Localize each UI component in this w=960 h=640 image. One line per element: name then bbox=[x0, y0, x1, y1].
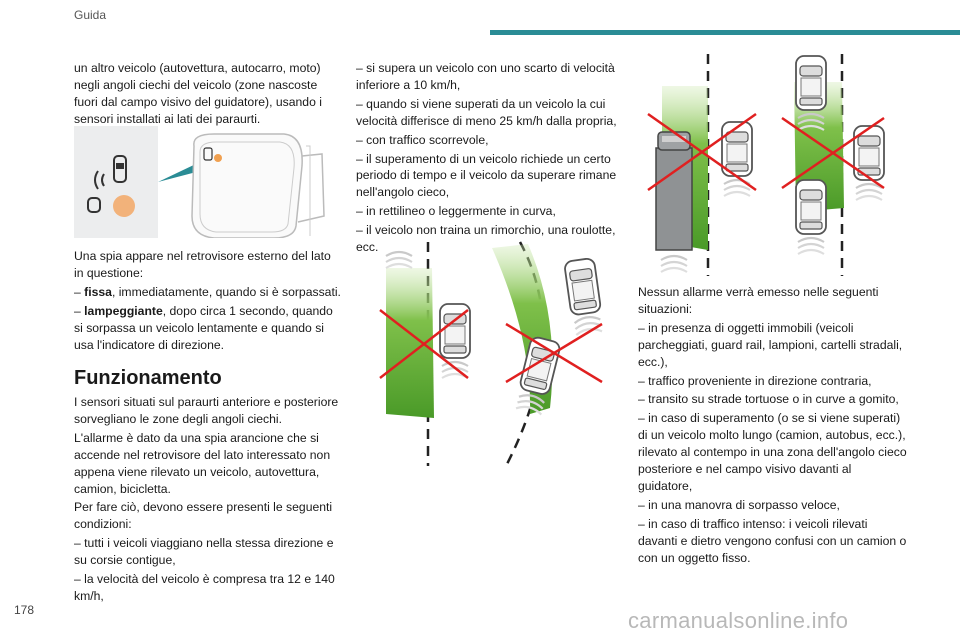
column-1-intro: un altro veicolo (autovettura, autocarro… bbox=[74, 60, 342, 130]
list-item: – in presenza di oggetti immobili (veico… bbox=[638, 320, 903, 369]
list-item: – transito su strade tortuose o in curve… bbox=[638, 392, 899, 407]
column-1-conditions: I sensori situati sul paraurti anteriore… bbox=[74, 394, 344, 607]
header-accent-bar bbox=[490, 30, 960, 35]
paragraph: I sensori situati sul paraurti anteriore… bbox=[74, 395, 339, 426]
list-item: – in caso di superamento (o se si viene … bbox=[638, 411, 907, 493]
page-number: 178 bbox=[14, 603, 35, 617]
mirror-light-description: Una spia appare nel retrovisore esterno … bbox=[74, 248, 342, 355]
column-2-conditions: – si supera un veicolo con uno scarto di… bbox=[356, 60, 622, 258]
cross-icon bbox=[379, 309, 469, 379]
paragraph: Per fare ciò, devono essere presenti le … bbox=[74, 500, 333, 532]
list-item: – fissa, immediatamente, quando si è sor… bbox=[74, 284, 341, 299]
list-item: – il veicolo non traina un rimorchio, un… bbox=[356, 223, 616, 255]
truck-and-overtaking-scenario-illustration bbox=[647, 54, 885, 276]
cross-icon bbox=[647, 112, 757, 192]
list-item: – in una manovra di sorpasso veloce, bbox=[638, 497, 840, 512]
section-title: Funzionamento bbox=[74, 367, 222, 389]
term-fissa: fissa bbox=[84, 284, 112, 299]
list-item: – traffico proveniente in direzione cont… bbox=[638, 373, 872, 388]
list-item: – tutti i veicoli viaggiano nella stessa… bbox=[74, 536, 334, 568]
mirror-warning-illustration bbox=[74, 126, 325, 238]
paragraph: Nessun allarme verrà emesso nelle seguen… bbox=[638, 285, 879, 316]
watermark: carmanualsonline.info bbox=[628, 608, 849, 633]
car-icon bbox=[563, 256, 604, 337]
list-item: – lampeggiante, dopo circa 1 secondo, qu… bbox=[74, 303, 333, 352]
car-icon bbox=[853, 125, 885, 202]
list-item: – il superamento di un veicolo richiede … bbox=[356, 151, 617, 200]
paragraph: L'allarme è dato da una spia arancione c… bbox=[74, 430, 331, 496]
car-icon bbox=[795, 179, 827, 256]
cross-icon bbox=[781, 116, 885, 190]
list-item: – in caso di traffico intenso: i veicoli… bbox=[638, 516, 907, 565]
straight-and-curve-scenario-illustration bbox=[379, 241, 604, 467]
list-item: – quando si viene superati da un veicolo… bbox=[356, 96, 617, 128]
list-item: – si supera un veicolo con uno scarto di… bbox=[356, 61, 615, 92]
paragraph: un altro veicolo (autovettura, autocarro… bbox=[74, 61, 322, 126]
side-mirror-icon bbox=[191, 133, 325, 238]
truck-icon bbox=[655, 131, 693, 274]
list-item: – con traffico scorrevole, bbox=[356, 132, 489, 147]
blind-spot-icon bbox=[87, 155, 127, 213]
list-item: – la velocità del veicolo è compresa tra… bbox=[74, 572, 335, 603]
warning-light-icon bbox=[113, 195, 135, 217]
term-lampeggiante: lampeggiante bbox=[84, 303, 163, 318]
column-3-exceptions: Nessun allarme verrà emesso nelle seguen… bbox=[638, 284, 908, 569]
paragraph: Una spia appare nel retrovisore esterno … bbox=[74, 249, 331, 280]
list-item: – in rettilineo o leggermente in curva, bbox=[356, 204, 556, 219]
header-title: Guida bbox=[74, 8, 107, 22]
car-icon bbox=[384, 250, 414, 270]
cross-icon bbox=[505, 322, 603, 384]
